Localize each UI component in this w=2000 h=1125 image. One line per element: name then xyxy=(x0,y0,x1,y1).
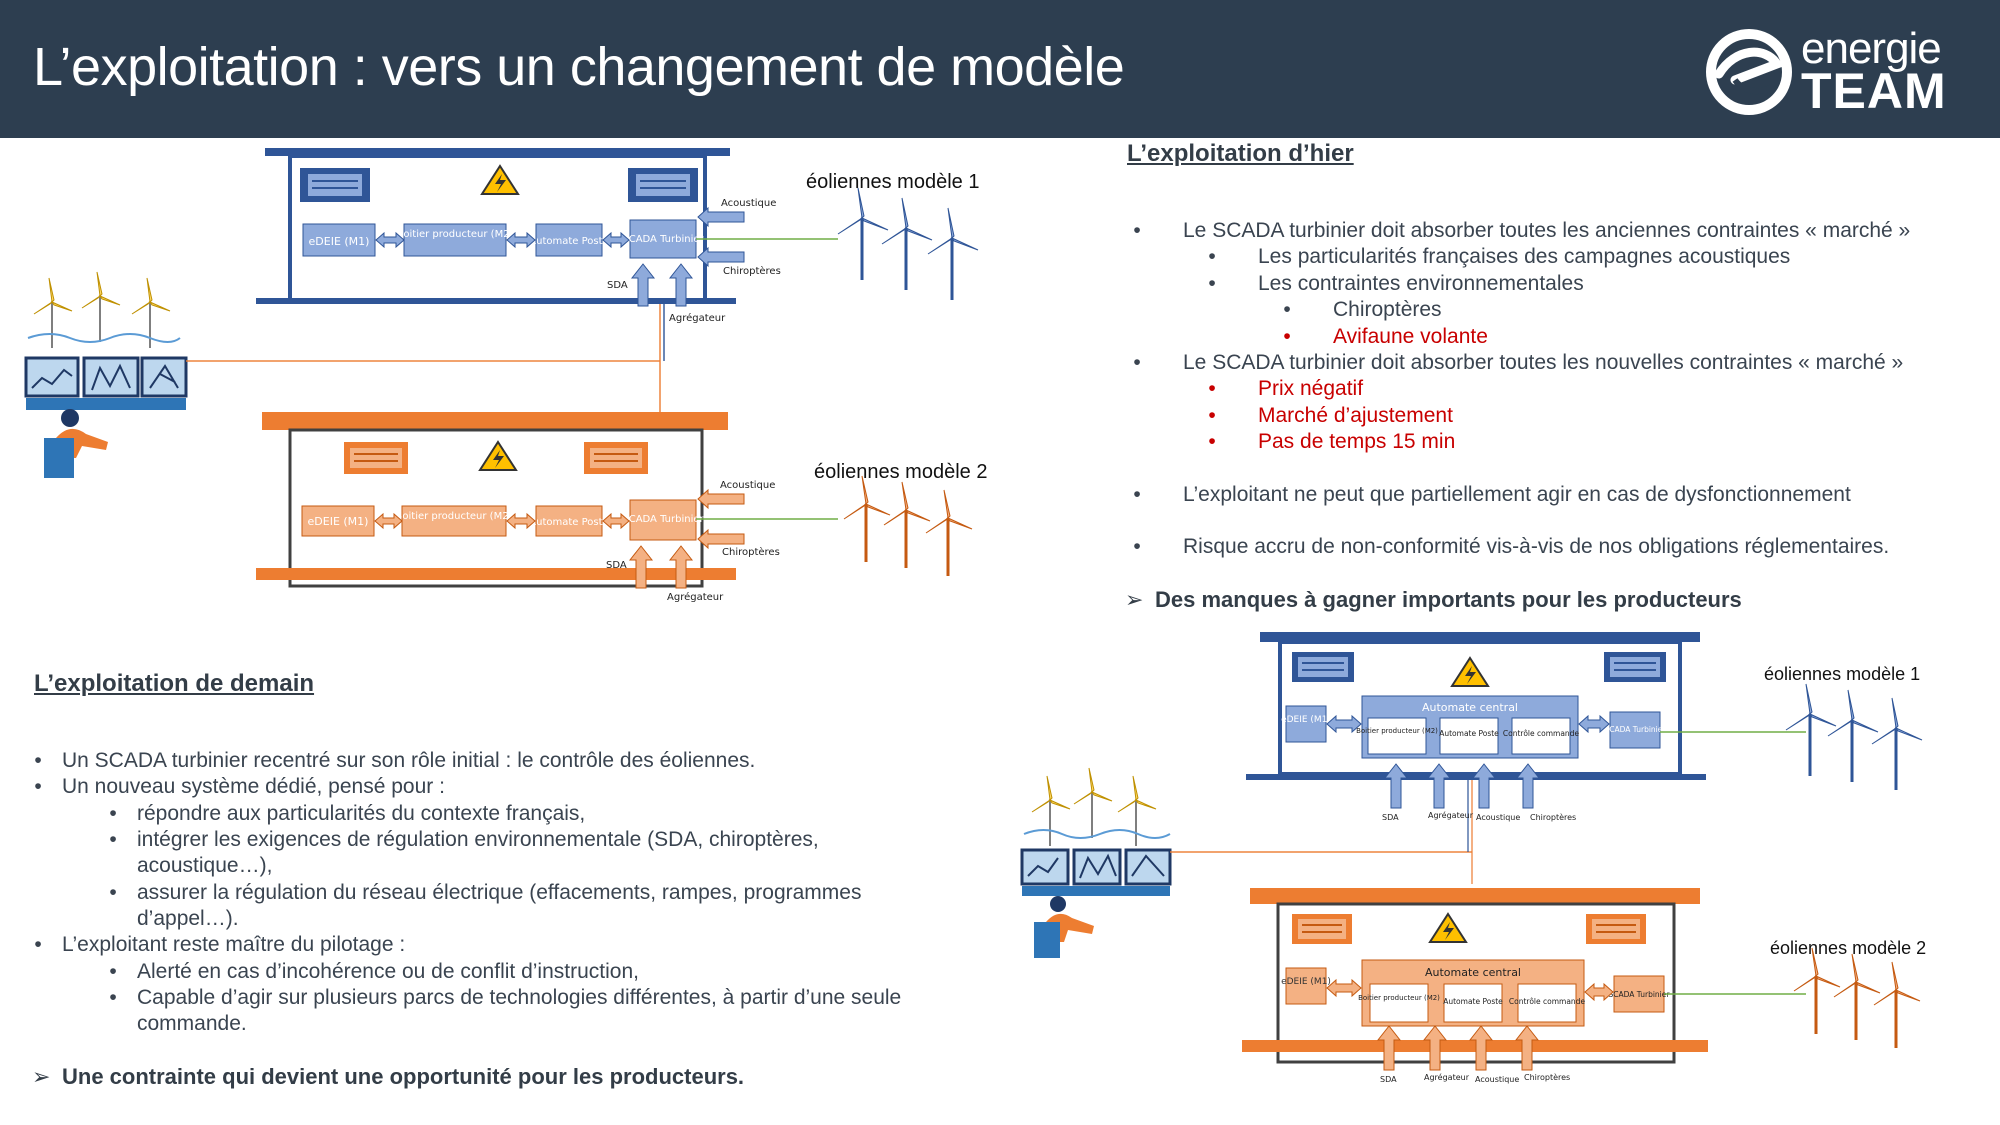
hier-item-5: •Avifaune volante xyxy=(1283,325,1488,348)
d1-eoliennes-label: éoliennes modèle 1 xyxy=(1764,664,1920,684)
m2-automate-label: Automate Poste xyxy=(529,517,608,528)
m1-eoliennes-label: éoliennes modèle 1 xyxy=(806,171,979,193)
d1-edeie-label: eDEIE (M1) xyxy=(1281,715,1331,725)
m1-automate-label: Automate Poste xyxy=(529,236,608,247)
d1-agregateur-label: Agrégateur xyxy=(1428,810,1474,820)
m1-scada-label: SCADA Turbinier xyxy=(622,234,704,245)
m1-edeie-label: eDEIE (M1) xyxy=(309,235,370,248)
d1-acoustique-label: Acoustique xyxy=(1476,813,1520,822)
demain-item-5b: d’appel…). xyxy=(137,907,239,930)
demain-item-5: •assurer la régulation du réseau électri… xyxy=(109,881,862,904)
hier-item-8: •Marché d’ajustement xyxy=(1208,404,1453,427)
demain-item-7: •Alerté en cas d’incohérence ou de confl… xyxy=(109,960,639,983)
m1-agregateur-label: Agrégateur xyxy=(669,312,726,324)
m2-chiropteres-label: Chiroptères xyxy=(722,546,780,558)
demain-item-6: •L’exploitant reste maître du pilotage : xyxy=(34,933,406,956)
header-bar: L’exploitation : vers un changement de m… xyxy=(0,0,2000,138)
demain-item-1: •Un SCADA turbinier recentré sur son rôl… xyxy=(34,749,756,772)
m2-scada-label: SCADA Turbinier xyxy=(622,514,704,525)
diagram-exploitation-demain: eDEIE (M1) Automate central Boitier prod… xyxy=(1020,632,1926,1084)
d2-central-label: Automate central xyxy=(1425,966,1521,979)
hier-item-10: •L’exploitant ne peut que partiellement … xyxy=(1133,483,1851,506)
d2-boitier-label: Boitier producteur (M2) xyxy=(1358,994,1440,1002)
building-modele-2-demain: eDEIE (M1) Automate central Boitier prod… xyxy=(1242,888,1806,1084)
m2-acoustique-label: Acoustique xyxy=(720,480,775,491)
demain-title: L’exploitation de demain xyxy=(34,670,315,697)
d1-chiropteres-label: Chiroptères xyxy=(1530,812,1576,822)
hier-item-1: •Le SCADA turbinier doit absorber toutes… xyxy=(1133,219,1911,242)
m2-sda-label: SDA xyxy=(606,560,627,571)
operator-workstation-icon xyxy=(24,271,188,478)
m2-agregateur-label: Agrégateur xyxy=(667,591,724,603)
arrow-bullet-icon-2: ➢ xyxy=(32,1064,51,1089)
arrow-bullet-icon: ➢ xyxy=(1125,587,1144,612)
hier-item-4: •Chiroptères xyxy=(1283,298,1442,321)
m1-boitier-label: Boitier producteur (M2) xyxy=(397,229,514,240)
d2-eoliennes-label: éoliennes modèle 2 xyxy=(1770,938,1926,958)
logo-text-energie: energie xyxy=(1801,24,1942,73)
building-modele-1: eDEIE (M1) Boitier producteur (M2) Autom… xyxy=(256,148,838,324)
building-modele-1-demain: eDEIE (M1) Automate central Boitier prod… xyxy=(1246,632,1806,822)
hier-conclusion: ➢Des manques à gagner importants pour le… xyxy=(1125,587,1742,612)
demain-item-8b: commande. xyxy=(137,1012,247,1035)
d1-boitier-label: Boitier producteur (M2) xyxy=(1356,727,1438,735)
hier-title: L’exploitation d’hier xyxy=(1127,140,1354,167)
d2-chiropteres-label: Chiroptères xyxy=(1524,1072,1570,1082)
m2-eoliennes-label: éoliennes modèle 2 xyxy=(814,461,987,483)
m2-edeie-label: eDEIE (M1) xyxy=(308,515,369,528)
m1-acoustique-label: Acoustique xyxy=(721,198,776,209)
d1-controle-label: Contrôle commande xyxy=(1503,729,1580,738)
d2-sda-label: SDA xyxy=(1380,1075,1397,1084)
m2-boitier-label: Boitier producteur (M2) xyxy=(396,511,513,522)
demain-item-8: •Capable d’agir sur plusieurs parcs de t… xyxy=(109,986,902,1009)
hier-item-11: •Risque accru de non-conformité vis-à-vi… xyxy=(1133,535,1890,558)
demain-item-2: •Un nouveau système dédié, pensé pour : xyxy=(34,775,445,798)
hier-item-3: •Les contraintes environnementales xyxy=(1208,272,1584,295)
m1-chiropteres-label: Chiroptères xyxy=(723,265,781,277)
building-modele-2: eDEIE (M1) Boitier producteur (M2) Autom… xyxy=(256,412,838,603)
d2-controle-label: Contrôle commande xyxy=(1509,997,1586,1006)
d2-scada-label: SCADA Turbinier xyxy=(1609,990,1671,999)
hier-item-9: •Pas de temps 15 min xyxy=(1208,430,1456,453)
demain-conclusion: ➢Une contrainte qui devient une opportun… xyxy=(32,1064,745,1089)
m1-sda-label: SDA xyxy=(607,280,628,291)
logo-text-team: TEAM xyxy=(1801,63,1947,119)
hier-item-2: •Les particularités françaises des campa… xyxy=(1208,245,1791,268)
d1-scada-label: SCADA Turbinier xyxy=(1605,725,1667,734)
d2-acoustique-label: Acoustique xyxy=(1475,1075,1519,1084)
d2-edeie-label: eDEIE (M1) xyxy=(1281,977,1331,987)
demain-item-4: •intégrer les exigences de régulation en… xyxy=(109,828,819,851)
d2-agregateur-label: Agrégateur xyxy=(1424,1072,1470,1082)
hier-item-7: •Prix négatif xyxy=(1208,377,1364,400)
d1-central-label: Automate central xyxy=(1422,701,1518,714)
demain-item-3: •répondre aux particularités du contexte… xyxy=(109,802,586,825)
hier-item-6: •Le SCADA turbinier doit absorber toutes… xyxy=(1133,351,1904,374)
energie-team-logo: energie TEAM xyxy=(1705,24,1965,120)
d1-sda-label: SDA xyxy=(1382,813,1399,822)
d2-automate-label: Automate Poste xyxy=(1443,997,1503,1006)
demain-item-4b: acoustique…), xyxy=(137,854,273,877)
d1-automate-label: Automate Poste xyxy=(1439,729,1499,738)
operator-workstation-icon-2 xyxy=(1020,767,1172,958)
logo-swirl-icon xyxy=(1706,29,1792,115)
slide-title: L’exploitation : vers un changement de m… xyxy=(33,37,1125,97)
diagram-exploitation-hier: eDEIE (M1) Boitier producteur (M2) Autom… xyxy=(24,148,987,603)
